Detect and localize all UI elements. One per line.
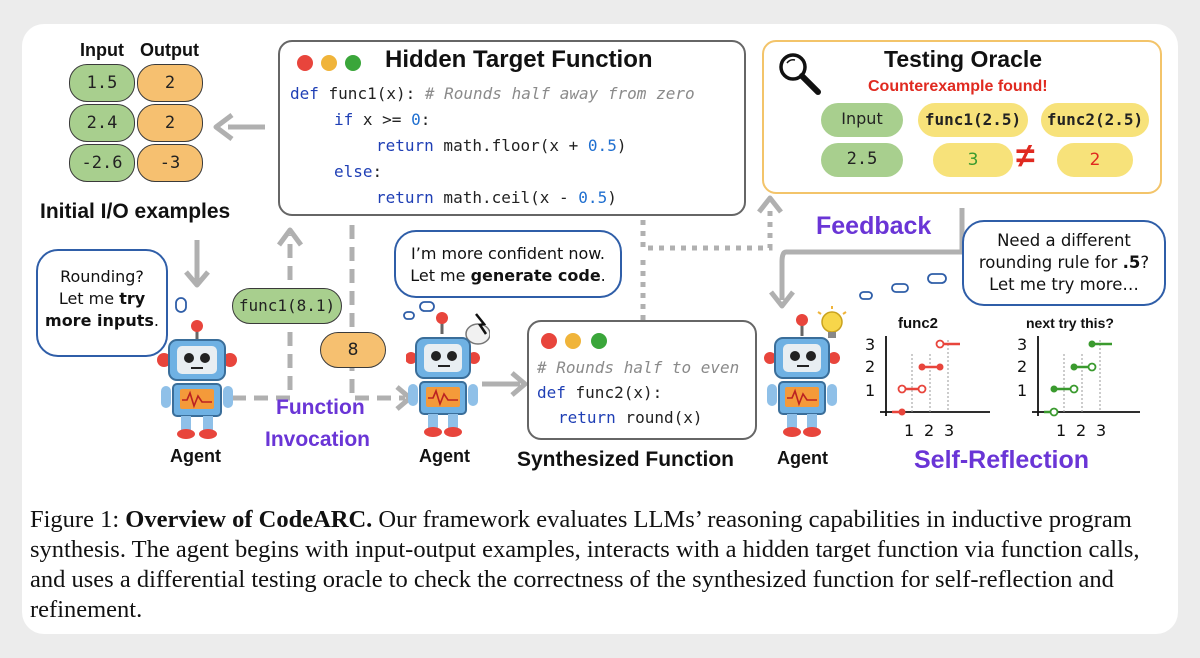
synth-code-line-2: return round(x) [558,408,703,427]
invocation-result-pill: 8 [320,332,386,368]
agent-label-2: Agent [419,446,470,466]
hidden-code-line-4: else: [334,162,383,181]
oracle-subtitle: Counterexample found! [868,78,1048,95]
plot1-xtick-3: 3 [944,421,954,440]
plot1-ytick-3: 3 [865,335,875,354]
magnifier-icon [779,53,821,95]
examples-caption: Initial I/O examples [40,200,231,223]
synth-yellow-dot [565,333,581,349]
synth-green-dot [591,333,607,349]
invocation-call-pill: func1(8.1) [232,288,342,324]
oracle-input-label: Input [821,103,903,137]
agent-label-1: Agent [170,446,221,466]
plot2-ytick-3: 3 [1017,335,1027,354]
oracle-title: Testing Oracle [884,46,1043,72]
output-header: Output [140,40,199,60]
arrow-to-oracle [640,205,773,251]
example-input-3: -2.6 [69,144,135,182]
hidden-code-line-3: return math.floor(x + 0.5) [376,136,627,155]
example-output-3: -3 [137,144,203,182]
window-green-dot [345,55,361,71]
plot2-title: next try this? [1026,315,1114,331]
hidden-code-line-2: if x >= 0: [334,110,431,129]
oracle-func2-value: 2 [1057,143,1133,177]
plot2-ytick-2: 2 [1017,357,1027,376]
robot-agent-icon-2 [406,312,490,437]
plot1-ytick-1: 1 [865,381,875,400]
example-output-2: 2 [137,104,203,142]
example-input-2: 2.4 [69,104,135,142]
synth-red-dot [541,333,557,349]
synth-code-line-1: def func2(x): [537,383,663,402]
not-equal-icon: ≠ [1016,137,1035,175]
hidden-function-title: Hidden Target Function [385,46,653,73]
agent2-speech-bubble: I’m more confident now. Let me generate … [394,230,622,298]
robot-agent-icon-3 [764,306,847,437]
example-input-1: 1.5 [69,64,135,102]
thought-tail-1 [175,297,187,313]
function-invocation-label-1: Function [276,396,365,419]
arrow-feedback [779,208,965,300]
plot1-title: func2 [898,315,938,332]
agent3-speech-bubble: Need a different rounding rule for .5? L… [962,220,1166,306]
arrow-result-down [349,225,405,401]
agent-label-3: Agent [777,448,828,468]
synthesized-function-caption: Synthesized Function [517,448,735,471]
plot2-xtick-1: 1 [1056,421,1066,440]
oracle-input-value: 2.5 [821,143,903,177]
oracle-func1-value: 3 [933,143,1013,177]
plot2-xtick-3: 3 [1096,421,1106,440]
function-invocation-label-2: Invocation [265,428,371,451]
example-output-1: 2 [137,64,203,102]
hidden-code-line-1: def func1(x): # Rounds half away from ze… [290,84,695,103]
oracle-func1-label: func1(2.5) [918,103,1028,137]
window-yellow-dot [321,55,337,71]
plot2-xtick-2: 2 [1076,421,1086,440]
synth-code-comment: # Rounds half to even [537,358,740,377]
window-red-dot [297,55,313,71]
self-reflection-plots: func2 3 2 1 1 2 3 next try this? 3 2 1 1… [865,315,1140,440]
agent1-speech-bubble: Rounding? Let me try more inputs. [36,249,168,357]
hidden-code-line-5: return math.ceil(x - 0.5) [376,188,617,207]
plot1-xtick-1: 1 [904,421,914,440]
plot2-ytick-1: 1 [1017,381,1027,400]
self-reflection-label: Self-Reflection [914,446,1090,474]
plot1-ytick-2: 2 [865,357,875,376]
robot-agent-icon-1 [157,320,237,439]
feedback-label: Feedback [816,212,932,240]
figure-caption: Figure 1: Overview of CodeARC. Our frame… [30,506,1140,623]
plot1-xtick-2: 2 [924,421,934,440]
oracle-func2-label: func2(2.5) [1041,103,1149,137]
input-header: Input [80,40,124,60]
